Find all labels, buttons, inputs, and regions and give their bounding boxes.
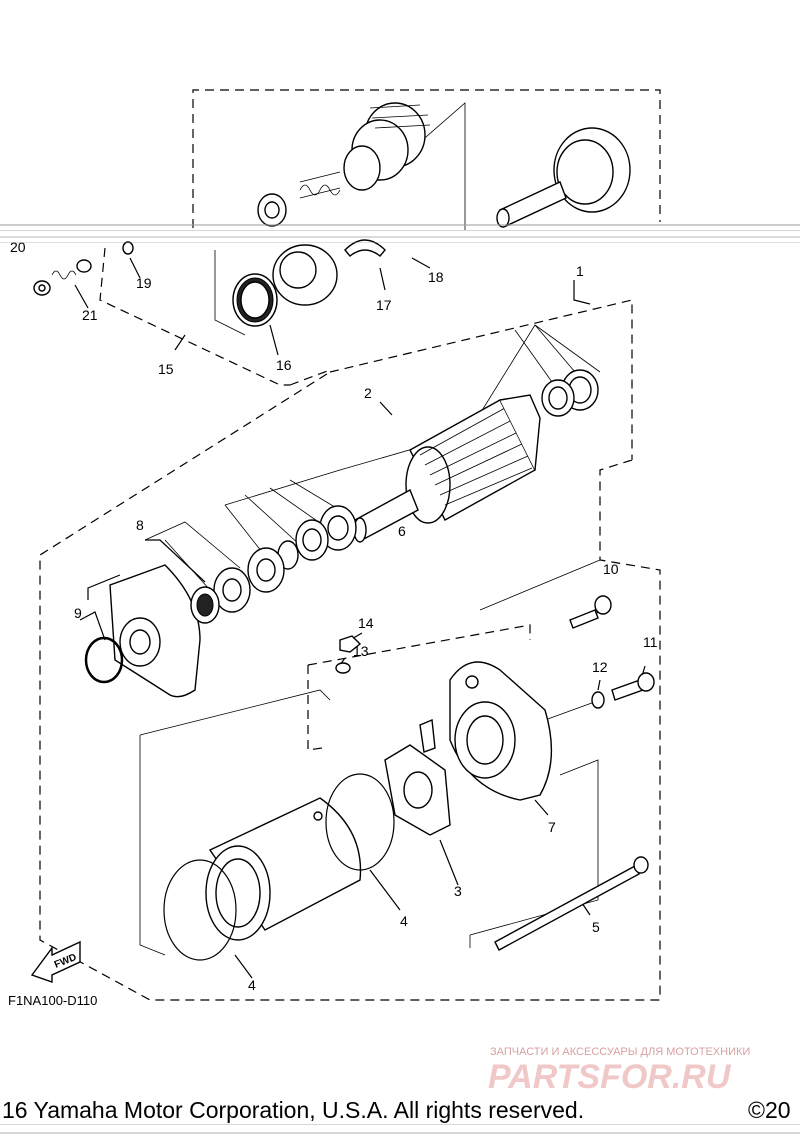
part-number-18: 18 — [428, 269, 444, 285]
group-1-outline — [39, 299, 661, 1001]
copyright-year: ©20 — [748, 1097, 791, 1123]
o-ring-9 — [84, 636, 124, 684]
spring-21 — [51, 259, 92, 280]
rear-cover-7 — [449, 661, 553, 801]
group-13-14-outline — [307, 624, 531, 751]
part-number-5: 5 — [592, 919, 600, 935]
part-number-14: 14 — [358, 615, 374, 631]
nut-14 — [339, 635, 362, 653]
watermark-tagline: ЗАПЧАСТИ И АКСЕССУАРЫ ДЛЯ МОТОТЕХНИКИ — [490, 1046, 750, 1058]
part-number-16: 16 — [276, 357, 292, 373]
part-number-4-front: 4 — [248, 977, 256, 993]
part-number-12: 12 — [592, 659, 608, 675]
circlip-17 — [344, 239, 386, 257]
armature-washers-left — [247, 505, 357, 593]
part-number-21: 21 — [82, 307, 98, 323]
part-number-10: 10 — [603, 561, 619, 577]
part-number-labels: 1 2 3 4 4 5 6 7 8 9 10 11 12 13 14 15 16… — [10, 239, 658, 993]
part-number-4-rear: 4 — [400, 913, 408, 929]
part-number-8: 8 — [136, 517, 144, 533]
gasket-4-front — [163, 859, 237, 961]
armature-washers-right — [541, 369, 599, 417]
armature-2 — [353, 394, 541, 543]
washer-12 — [591, 691, 605, 709]
part-number-9: 9 — [74, 605, 82, 621]
part-number-17: 17 — [376, 297, 392, 313]
washer-20 — [33, 280, 51, 296]
pinion-gear-shaft — [496, 127, 631, 228]
copyright-text: 16 Yamaha Motor Corporation, U.S.A. All … — [2, 1097, 584, 1123]
fwd-arrow-icon: FWD — [30, 940, 81, 983]
washer-19 — [122, 241, 134, 255]
diagram-code: F1NA100-D110 — [8, 993, 97, 1008]
gasket-4-rear — [325, 773, 395, 871]
part-number-13: 13 — [353, 643, 369, 659]
clutch-spring — [299, 171, 341, 199]
watermark-brand: PARTSFOR.RU — [488, 1058, 732, 1096]
washer-13 — [335, 662, 351, 674]
bolt-10 — [569, 595, 612, 629]
scan-noise-band — [0, 224, 800, 1134]
part-number-1: 1 — [576, 263, 584, 279]
part-number-3: 3 — [454, 883, 462, 899]
part-number-20: 20 — [10, 239, 26, 255]
part-number-2: 2 — [364, 385, 372, 401]
part-number-7: 7 — [548, 819, 556, 835]
group-15-outline — [99, 89, 661, 386]
brush-holder-3 — [384, 718, 451, 836]
bolt-11 — [611, 672, 655, 701]
part-number-15: 15 — [158, 361, 174, 377]
yoke — [205, 797, 362, 941]
part-number-6: 6 — [398, 523, 406, 539]
part-number-11: 11 — [643, 634, 658, 650]
starter-clutch-gear — [343, 102, 431, 191]
through-bolt-5 — [494, 856, 649, 951]
watermark: ЗАПЧАСТИ И АКСЕССУАРЫ ДЛЯ МОТОТЕХНИКИ PA… — [488, 1046, 750, 1096]
front-cover-8 — [109, 564, 251, 698]
part-number-19: 19 — [136, 275, 152, 291]
needle-bearing-16 — [232, 273, 278, 327]
spacer-ring — [257, 193, 287, 227]
bushing — [272, 244, 338, 306]
